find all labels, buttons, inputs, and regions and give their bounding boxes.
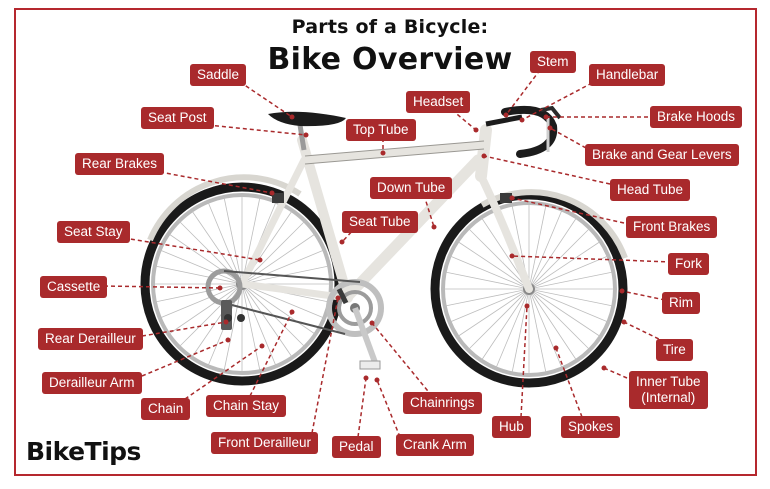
biketips-logo: BikeTips — [26, 437, 141, 466]
label-hub: Hub — [492, 416, 531, 438]
seat-post-shape — [297, 124, 307, 151]
diagram-border — [14, 8, 757, 476]
title-line-1: Parts of a Bicycle: — [291, 16, 489, 38]
label-inner-tube: Inner Tube (Internal) — [629, 371, 708, 409]
leader-dots — [217, 112, 627, 383]
brake-hood-shape — [540, 105, 562, 120]
label-crank-arm: Crank Arm — [396, 434, 474, 456]
label-handlebar: Handlebar — [589, 64, 666, 86]
label-front-derailleur: Front Derailleur — [211, 432, 319, 454]
label-rear-derailleur: Rear Derailleur — [38, 328, 143, 350]
leader-lines — [103, 69, 673, 438]
label-saddle: Saddle — [190, 64, 247, 86]
stem-shape — [485, 114, 523, 127]
front-brake-shape — [500, 193, 512, 203]
label-top-tube: Top Tube — [346, 119, 416, 141]
label-headset: Headset — [406, 91, 471, 113]
label-head-tube: Head Tube — [610, 179, 691, 201]
label-seat-stay: Seat Stay — [57, 221, 130, 243]
label-inner-tube-line1: Inner Tube — [636, 374, 701, 389]
label-chain-stay: Chain Stay — [206, 395, 287, 417]
label-pedal: Pedal — [332, 436, 381, 458]
label-seat-tube: Seat Tube — [342, 211, 418, 233]
handlebar-shape — [501, 105, 558, 158]
label-fork: Fork — [668, 253, 709, 275]
label-cassette: Cassette — [40, 276, 108, 298]
drivetrain — [205, 268, 384, 370]
rear-brake-shape — [272, 193, 284, 203]
label-rear-brakes: Rear Brakes — [75, 153, 165, 175]
frame-outline — [304, 140, 485, 165]
label-inner-tube-line2: (Internal) — [641, 390, 696, 405]
label-derailleur-arm: Derailleur Arm — [42, 372, 142, 394]
title-line-2: Bike Overview — [267, 42, 513, 77]
label-brake-hoods: Brake Hoods — [650, 106, 743, 128]
label-stem: Stem — [530, 51, 576, 73]
label-brake-gear-levers: Brake and Gear Levers — [585, 144, 739, 166]
label-front-brakes: Front Brakes — [626, 216, 718, 238]
saddle-shape — [268, 111, 346, 127]
label-spokes: Spokes — [561, 416, 621, 438]
label-chain: Chain — [141, 398, 191, 420]
label-tire: Tire — [656, 339, 693, 361]
label-seat-post: Seat Post — [141, 107, 214, 129]
label-rim: Rim — [662, 292, 700, 314]
label-chainrings: Chainrings — [403, 392, 482, 414]
bike-frame — [238, 124, 533, 303]
label-down-tube: Down Tube — [370, 177, 453, 199]
